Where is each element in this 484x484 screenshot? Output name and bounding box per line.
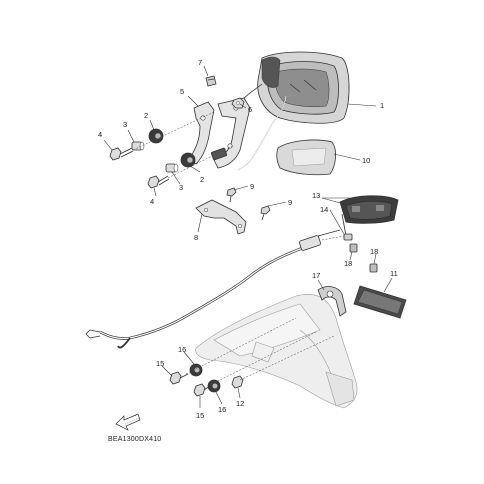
callout-3-lower: 3 bbox=[179, 183, 183, 192]
rear-fender bbox=[195, 294, 358, 409]
wire-coupler[interactable] bbox=[210, 147, 228, 161]
grommet-2-lower[interactable] bbox=[180, 152, 196, 168]
lens-cover[interactable] bbox=[276, 139, 336, 176]
callout-9-left: 9 bbox=[250, 182, 254, 191]
clip-7[interactable] bbox=[205, 75, 217, 87]
callout-labels: 1 10 2 2 3 3 4 4 5 6 7 8 9 9 11 12 13 14… bbox=[98, 58, 398, 420]
front-direction-arrow-icon bbox=[115, 413, 141, 431]
callout-17: 17 bbox=[312, 271, 320, 280]
callout-10: 10 bbox=[362, 156, 370, 165]
bolt-15-lower[interactable] bbox=[193, 383, 211, 397]
callout-14: 14 bbox=[320, 205, 328, 214]
grommet-16-upper[interactable] bbox=[189, 363, 203, 377]
license-light[interactable] bbox=[339, 195, 399, 241]
callout-4-upper: 4 bbox=[98, 130, 102, 139]
callout-16-lower: 16 bbox=[218, 405, 226, 414]
callout-15-upper: 15 bbox=[156, 359, 164, 368]
license-bracket[interactable] bbox=[195, 199, 247, 235]
leader-lines bbox=[103, 65, 393, 408]
nut-12[interactable] bbox=[231, 375, 244, 389]
callout-5: 5 bbox=[180, 87, 184, 96]
callout-1: 1 bbox=[380, 101, 384, 110]
clip-18-left[interactable] bbox=[349, 243, 358, 253]
bolt-15-upper[interactable] bbox=[169, 371, 189, 385]
tail-light-assembly[interactable] bbox=[257, 51, 350, 124]
callout-11: 11 bbox=[390, 269, 398, 278]
callout-18-left: 18 bbox=[344, 259, 352, 268]
nut-6[interactable] bbox=[231, 97, 245, 109]
bracket-17[interactable] bbox=[317, 286, 347, 317]
callout-18-right: 18 bbox=[370, 247, 378, 256]
collar-3-upper[interactable] bbox=[131, 141, 145, 151]
callout-2-lower: 2 bbox=[200, 175, 204, 184]
grommet-2-upper[interactable] bbox=[148, 128, 164, 144]
callout-16-upper: 16 bbox=[178, 345, 186, 354]
diagram-code: BEA1300DX410 bbox=[108, 436, 161, 443]
callout-4-lower: 4 bbox=[150, 197, 154, 206]
callout-15-lower: 15 bbox=[196, 411, 204, 420]
callout-12: 12 bbox=[236, 399, 244, 408]
reflector-11[interactable] bbox=[353, 285, 407, 319]
callout-13: 13 bbox=[312, 191, 320, 200]
callout-9-right: 9 bbox=[288, 198, 292, 207]
bolt-4-lower[interactable] bbox=[147, 175, 170, 189]
callout-8: 8 bbox=[194, 233, 198, 242]
screw-9-right[interactable] bbox=[260, 205, 271, 221]
screw-9-left[interactable] bbox=[226, 187, 237, 203]
clip-18-right[interactable] bbox=[369, 263, 378, 273]
bolt-4-upper[interactable] bbox=[109, 147, 134, 161]
callout-6: 6 bbox=[248, 105, 252, 114]
bracket-right[interactable] bbox=[213, 97, 251, 169]
callout-3-upper: 3 bbox=[123, 120, 127, 129]
callout-2-upper: 2 bbox=[144, 111, 148, 120]
harness-coupler[interactable] bbox=[299, 229, 341, 251]
socket-14[interactable] bbox=[343, 233, 353, 241]
callout-7: 7 bbox=[198, 58, 202, 67]
collar-3-lower[interactable] bbox=[165, 163, 179, 173]
